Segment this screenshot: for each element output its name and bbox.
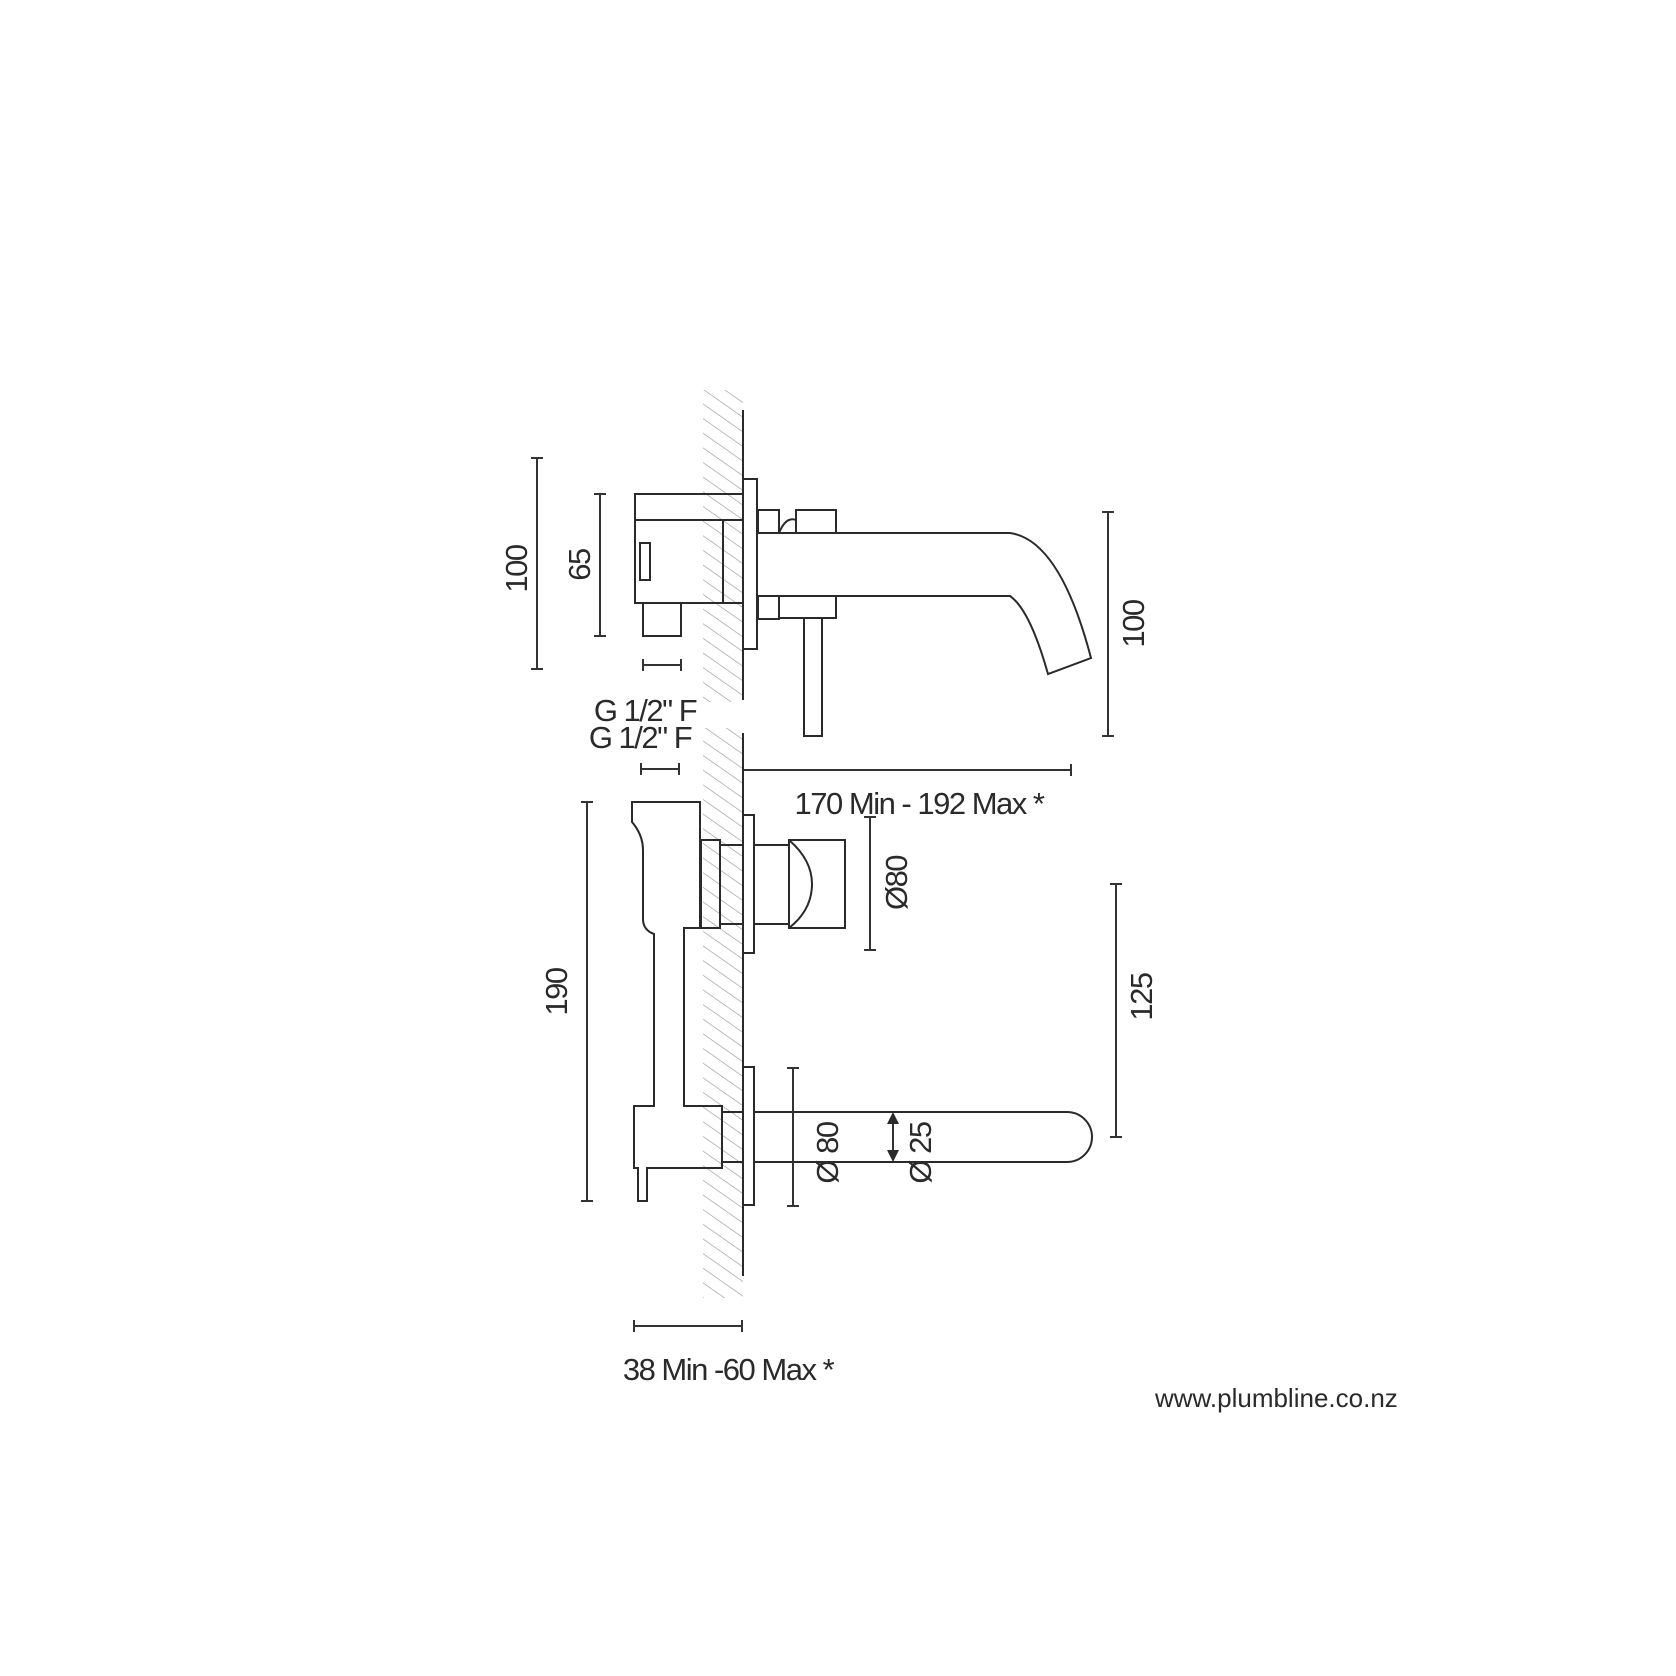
dimension-label: 125 bbox=[1124, 973, 1159, 1020]
dimension-65: 65 bbox=[562, 493, 606, 637]
dimension-label: 100 bbox=[499, 544, 534, 592]
escutcheon-plate-lower bbox=[742, 1066, 755, 1206]
mixer-handle-side bbox=[757, 509, 837, 737]
spout-top bbox=[754, 1111, 1093, 1163]
dimension-label: Ø 25 bbox=[903, 1122, 938, 1183]
website-url: www.plumbline.co.nz bbox=[1154, 1383, 1398, 1413]
connection-label: G 1/2" F bbox=[589, 720, 692, 755]
concealed-body-top bbox=[631, 801, 723, 1202]
dimension-handle-diameter: Ø80 bbox=[864, 816, 914, 951]
lever bbox=[803, 617, 823, 737]
dimension-label: Ø 80 bbox=[810, 1121, 845, 1183]
dimension-connection-side: G 1/2" F bbox=[594, 659, 698, 728]
dimension-projection: 170 Min - 192 Max * bbox=[742, 764, 1072, 821]
dimension-190: 190 bbox=[539, 801, 593, 1202]
wall-depth-label: 38 Min -60 Max * bbox=[623, 1352, 835, 1387]
dimension-100-right: 100 bbox=[1102, 511, 1151, 737]
dimension-label: Ø80 bbox=[879, 855, 914, 910]
dimension-125: 125 bbox=[1110, 883, 1159, 1138]
dimension-spout-plate-diameter: Ø 80 bbox=[787, 1067, 845, 1207]
dimension-100-left: 100 bbox=[499, 457, 543, 670]
connection-label: G 1/2" F bbox=[594, 693, 697, 728]
escutcheon-plate-upper bbox=[742, 814, 755, 954]
mixer-handle-top bbox=[753, 839, 846, 929]
escutcheon-plate-side bbox=[742, 478, 758, 650]
dimension-label: 65 bbox=[562, 549, 597, 581]
projection-label: 170 Min - 192 Max * bbox=[795, 786, 1045, 821]
dimension-wall-depth: 38 Min -60 Max * bbox=[623, 1320, 836, 1387]
wall-hatch-lower bbox=[703, 728, 743, 1298]
dimension-connection-top: G 1/2" F bbox=[589, 720, 693, 775]
dimension-label: 100 bbox=[1116, 599, 1151, 647]
dimension-label: 190 bbox=[539, 967, 574, 1015]
spout-side bbox=[757, 532, 1093, 676]
top-view: G 1/2" F 190 Ø80 125 Ø 80 Ø 25 38 Min -6… bbox=[539, 720, 1159, 1387]
side-view: 100 65 G 1/2" F 100 170 Min - 192 Max * bbox=[499, 390, 1151, 821]
dimension-spout-diameter: Ø 25 bbox=[887, 1112, 938, 1184]
